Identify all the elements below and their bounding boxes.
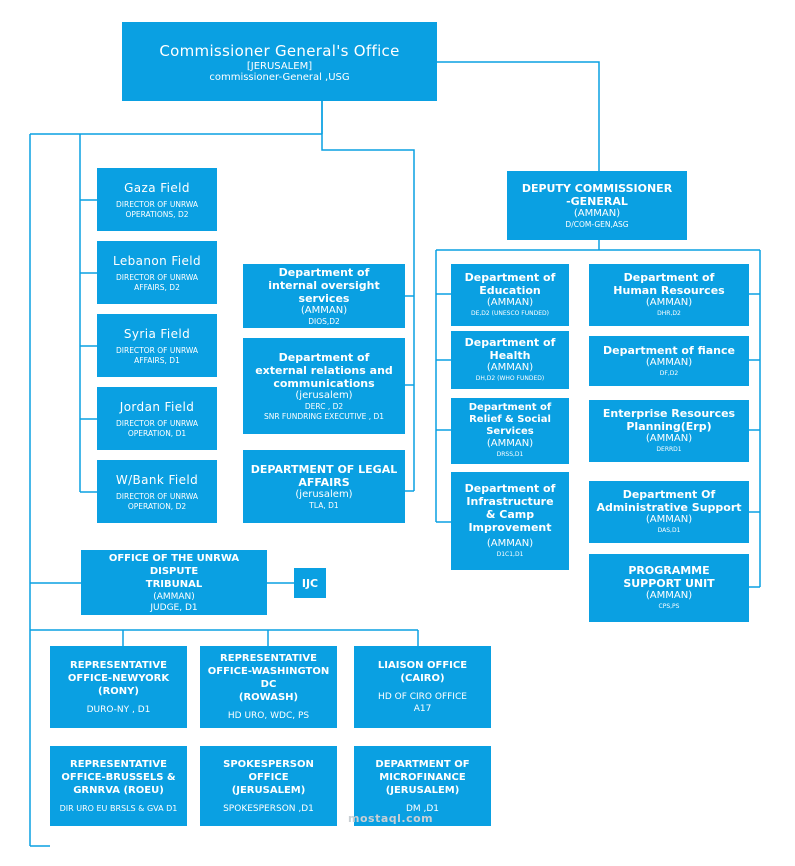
node-code: D/COM-GEN,ASG bbox=[565, 219, 629, 229]
node-location: (AMMAN) bbox=[645, 297, 693, 308]
node-location: (AMMAN) bbox=[300, 304, 348, 316]
node-title: Commissioner General's Office bbox=[159, 41, 400, 60]
node-title: DEPUTY COMMISSIONER -GENERAL bbox=[521, 181, 673, 208]
legal-affairs-dept: DEPARTMENT OF LEGAL AFFAIRS (jerusalem) … bbox=[243, 450, 405, 523]
node-code: DRSS,D1 bbox=[496, 451, 524, 458]
node-code: DURO-NY , D1 bbox=[86, 704, 151, 715]
node-location: [JERUSALEM] bbox=[246, 60, 313, 72]
node-title: Gaza Field bbox=[124, 180, 190, 195]
programme-support-unit: PROGRAMME SUPPORT UNIT (AMMAN) CPS,PS bbox=[589, 554, 749, 622]
node-title: REPRESENTATIVE OFFICE-NEWYORK (RONY) bbox=[67, 659, 170, 697]
node-code: commissioner-General ,USG bbox=[209, 71, 350, 83]
infrastructure-camp-dept: Department of Infrastructure & Camp Impr… bbox=[451, 472, 569, 570]
node-title: REPRESENTATIVE OFFICE-WASHINGTON DC (ROW… bbox=[207, 653, 330, 703]
commissioner-general-office: Commissioner General's Office [JERUSALEM… bbox=[122, 22, 437, 101]
administrative-support-dept: Department Of Administrative Support (AM… bbox=[589, 481, 749, 543]
finance-dept: Department of fiance (AMMAN) DF,D2 bbox=[589, 336, 749, 386]
node-location: (AMMAN) bbox=[486, 297, 534, 308]
gaza-field: Gaza Field DIRECTOR OF UNRWA OPERATIONS,… bbox=[97, 168, 217, 231]
node-location: (AMMAN) bbox=[486, 438, 534, 449]
node-code: DHR,D2 bbox=[657, 310, 681, 317]
rep-office-newyork: REPRESENTATIVE OFFICE-NEWYORK (RONY) DUR… bbox=[50, 646, 187, 728]
node-code: HD OF CIRO OFFICE A17 bbox=[378, 692, 467, 714]
wbank-field: W/Bank Field DIRECTOR OF UNRWA OPERATION… bbox=[97, 460, 217, 523]
node-code: DIRECTOR OF UNRWA OPERATION, D1 bbox=[116, 418, 198, 438]
human-resources-dept: Department of Human Resources (AMMAN) DH… bbox=[589, 264, 749, 326]
microfinance-dept: DEPARTMENT OF MICROFINANCE (JERUSALEM) D… bbox=[354, 746, 491, 826]
node-title: Lebanon Field bbox=[112, 253, 202, 268]
node-location: (AMMAN) bbox=[645, 433, 693, 444]
node-code: DIR URO EU BRSLS & GVA D1 bbox=[59, 803, 178, 813]
node-code: DAS,D1 bbox=[657, 527, 681, 534]
node-code: DE,D2 (UNESCO FUNDED) bbox=[470, 310, 549, 317]
node-title: Syria Field bbox=[123, 326, 191, 341]
node-title: Department of internal oversight service… bbox=[268, 265, 380, 305]
node-title: IJC bbox=[301, 576, 319, 590]
node-code: DERC , D2 SNR FUNDRING EXECUTIVE , D1 bbox=[263, 401, 385, 421]
dispute-tribunal-office: OFFICE OF THE UNRWA DISPUTE TRIBUNAL (AM… bbox=[81, 550, 267, 615]
node-code: DIOS,D2 bbox=[308, 316, 340, 326]
node-title: DEPARTMENT OF MICROFINANCE (JERUSALEM) bbox=[375, 758, 470, 796]
node-title: Department of Education bbox=[464, 271, 556, 297]
spokesperson-office: SPOKESPERSON OFFICE (JERUSALEM) SPOKESPE… bbox=[200, 746, 337, 826]
deputy-commissioner-general: DEPUTY COMMISSIONER -GENERAL (AMMAN) D/C… bbox=[507, 171, 687, 240]
internal-oversight-dept: Department of internal oversight service… bbox=[243, 264, 405, 328]
external-relations-dept: Department of external relations and com… bbox=[243, 338, 405, 434]
node-title: OFFICE OF THE UNRWA DISPUTE TRIBUNAL bbox=[108, 553, 240, 590]
node-location: (jerusalem) bbox=[295, 389, 353, 401]
node-title: Department of Relief & Social Services bbox=[468, 402, 552, 437]
node-location: (AMMAN) bbox=[645, 590, 693, 601]
node-code: D1C1,D1 bbox=[496, 551, 524, 558]
rep-office-brussels: REPRESENTATIVE OFFICE-BRUSSELS & GRNRVA … bbox=[50, 746, 187, 826]
erp-dept: Enterprise Resources Planning(Erp) (AMMA… bbox=[589, 400, 749, 462]
node-title: DEPARTMENT OF LEGAL AFFAIRS bbox=[250, 462, 398, 489]
education-dept: Department of Education (AMMAN) DE,D2 (U… bbox=[451, 264, 569, 326]
node-location: (AMMAN) bbox=[573, 207, 621, 219]
syria-field: Syria Field DIRECTOR OF UNRWA AFFAIRS, D… bbox=[97, 314, 217, 377]
node-title: W/Bank Field bbox=[115, 472, 199, 487]
node-code: DIRECTOR OF UNRWA AFFAIRS, D1 bbox=[116, 345, 198, 365]
node-title: LIAISON OFFICE (CAIRO) bbox=[377, 660, 468, 684]
node-title: Department of Health bbox=[464, 336, 556, 362]
node-location: (jerusalem) bbox=[295, 488, 353, 500]
node-title: Department of Infrastructure & Camp Impr… bbox=[464, 482, 556, 534]
jordan-field: Jordan Field DIRECTOR OF UNRWA OPERATION… bbox=[97, 387, 217, 450]
node-code: JUDGE, D1 bbox=[150, 603, 198, 613]
node-code: TLA, D1 bbox=[309, 500, 339, 510]
health-dept: Department of Health (AMMAN) DH,D2 (WHO … bbox=[451, 331, 569, 389]
node-title: Jordan Field bbox=[119, 399, 195, 414]
node-location: (AMMAN) bbox=[486, 538, 534, 549]
node-location: (AMMAN) bbox=[645, 514, 693, 525]
rep-office-washington: REPRESENTATIVE OFFICE-WASHINGTON DC (ROW… bbox=[200, 646, 337, 728]
node-code: DERRD1 bbox=[656, 446, 682, 453]
node-title: Department of Human Resources bbox=[613, 271, 725, 297]
lebanon-field: Lebanon Field DIRECTOR OF UNRWA AFFAIRS,… bbox=[97, 241, 217, 304]
node-title: PROGRAMME SUPPORT UNIT bbox=[623, 564, 715, 590]
node-code: DIRECTOR OF UNRWA OPERATIONS, D2 bbox=[116, 199, 198, 219]
node-title: Enterprise Resources Planning(Erp) bbox=[602, 407, 736, 433]
node-code: HD URO, WDC, PS bbox=[227, 711, 310, 721]
node-code: SPOKESPERSON ,D1 bbox=[223, 803, 314, 814]
node-location: (AMMAN) bbox=[645, 356, 693, 368]
watermark: mostaql.com bbox=[348, 812, 434, 825]
node-code: DIRECTOR OF UNRWA OPERATION, D2 bbox=[116, 491, 198, 511]
node-code: DF,D2 bbox=[659, 369, 679, 377]
node-code: CPS,PS bbox=[658, 603, 680, 610]
node-code: DIRECTOR OF UNRWA AFFAIRS, D2 bbox=[116, 272, 198, 292]
node-location: (AMMAN) bbox=[486, 362, 534, 373]
node-title: Department of external relations and com… bbox=[255, 350, 393, 390]
node-code: DH,D2 (WHO FUNDED) bbox=[475, 375, 545, 382]
node-code: DM ,D1 bbox=[405, 803, 440, 814]
node-title: REPRESENTATIVE OFFICE-BRUSSELS & GRNRVA … bbox=[61, 758, 176, 796]
node-location: (AMMAN) bbox=[153, 592, 195, 602]
node-title: SPOKESPERSON OFFICE (JERUSALEM) bbox=[223, 758, 314, 796]
relief-social-services-dept: Department of Relief & Social Services (… bbox=[451, 398, 569, 464]
node-title: Department Of Administrative Support bbox=[596, 488, 742, 514]
ijc-box: IJC bbox=[294, 568, 326, 598]
node-title: Department of fiance bbox=[603, 343, 735, 357]
liaison-office-cairo: LIAISON OFFICE (CAIRO) HD OF CIRO OFFICE… bbox=[354, 646, 491, 728]
